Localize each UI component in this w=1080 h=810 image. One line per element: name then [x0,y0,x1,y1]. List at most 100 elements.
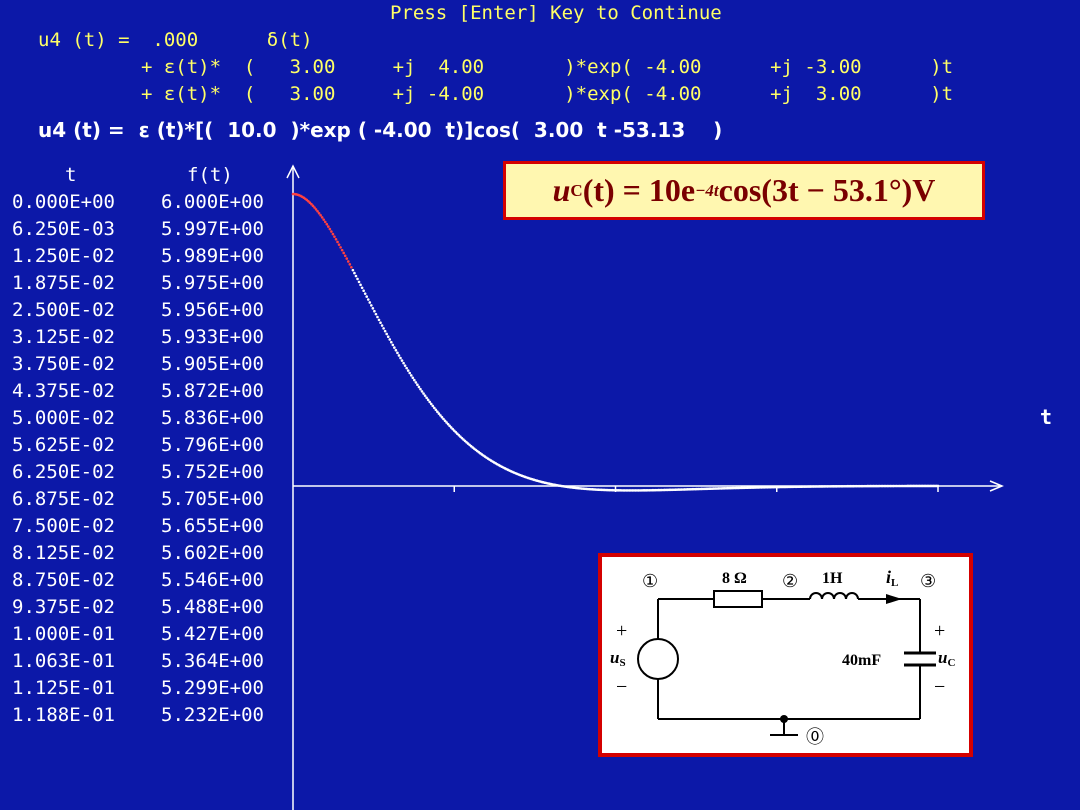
voltage-source-symbol [637,638,679,680]
cap-minus: − [934,676,945,698]
table-row-t: 2.500E-02 [12,299,115,321]
curve-point [446,422,450,426]
curve-point [342,251,345,255]
curve-point [413,378,416,382]
circuit-diagram: ① 8 Ω ② 1H iL ③ + uS − 40mF + uC − ⓪ [610,567,955,747]
curve-point [426,398,430,402]
curve-point [348,263,352,266]
curve-point [428,400,431,404]
table-row-t: 4.375E-02 [12,380,115,402]
curve-point [371,307,375,310]
node-0-label: ⓪ [806,727,824,747]
curve-point [360,286,364,290]
curve-point [334,237,338,241]
curve-point [374,312,378,316]
table-row-t: 3.750E-02 [12,353,115,375]
curve-point [399,356,402,360]
table-row-ft: 5.364E+00 [161,650,264,672]
curve-point [422,392,425,395]
table-row-ft: 5.299E+00 [161,677,264,699]
curve-point [311,204,315,208]
curve-point [437,412,441,415]
curve-point [322,218,326,221]
curve-point [345,257,349,260]
y-axis-arrow [286,164,300,179]
curve-point [377,318,381,322]
curve-point [380,324,384,327]
curve-point [313,206,316,209]
curve-point [420,390,424,393]
curve-point [363,292,367,295]
curve-point [429,402,433,406]
inductor-symbol [809,592,859,600]
table-row-t: 1.188E-01 [12,704,115,726]
curve-point [382,327,385,330]
curve-point [442,417,445,421]
table-row-ft: 5.427E+00 [161,623,264,645]
result-line: u4 (t) = ε (t)*[( 10.0 )*exp ( -4.00 t)]… [38,118,723,142]
formula-exponent: −4t [695,180,719,200]
resistor-label: 8 Ω [722,570,747,587]
table-header-ft: f(t) [187,164,233,186]
curve-point [391,343,395,347]
table-row-ft: 5.655E+00 [161,515,264,537]
console-line-1: u4 (t) = .000 δ(t) [38,29,313,51]
curve-point [317,211,321,215]
node-2-label: ② [782,571,798,591]
curve-point [431,404,435,408]
curve-point [357,280,361,284]
curve-point [411,376,415,380]
curve-point [316,209,319,213]
table-row-t: 6.875E-02 [12,488,115,510]
curve-point [406,369,410,372]
curve-point [320,216,324,219]
curve-point [402,361,405,365]
table-row-ft: 5.905E+00 [161,353,264,375]
curve-point [336,240,339,244]
formula-arg: (t) = 10e [582,172,696,208]
curve-point [396,351,399,355]
resistor-symbol [713,590,763,608]
table-row-ft: 5.232E+00 [161,704,264,726]
curve-point [365,295,369,298]
curve-point [337,243,341,246]
curve-point [323,220,327,224]
current-label: iL [886,567,898,589]
console-line-3: + ε(t)* ( 3.00 +j -4.00 )*exp( -4.00 +j … [38,83,954,105]
table-row-t: 6.250E-03 [12,218,115,240]
curve-point [397,354,401,357]
curve-point [351,268,355,272]
curve-point [330,230,333,233]
curve-point [353,271,356,275]
table-row-t: 9.375E-02 [12,596,115,618]
curve-point [405,366,408,370]
t-axis-label: t [1040,405,1052,429]
curve-point [359,283,362,287]
curve-point [448,424,451,428]
table-row-t: 8.125E-02 [12,542,115,564]
table-row-t: 1.063E-01 [12,650,115,672]
table-row-ft: 5.836E+00 [161,407,264,429]
table-row-t: 6.250E-02 [12,461,115,483]
capacitor-label: 40mF [842,652,881,669]
curve-point [432,406,436,410]
current-arrow [886,594,902,604]
table-row-ft: 5.997E+00 [161,218,264,240]
curve-point [354,274,358,278]
table-row-t: 5.000E-02 [12,407,115,429]
table-header-t: t [65,164,77,186]
press-enter-prompt: Press [Enter] Key to Continue [390,2,722,24]
curve-point [346,260,350,263]
curve-point [362,289,365,293]
table-row-ft: 5.796E+00 [161,434,264,456]
curve-point [327,225,330,228]
table-row-ft: 5.989E+00 [161,245,264,267]
cap-plus: + [934,620,945,642]
curve-point [417,385,421,389]
curve-point [350,265,353,269]
curve-point [339,246,342,249]
source-plus: + [616,620,627,642]
source-minus: − [616,676,627,698]
curve-point [368,301,372,304]
curve-point [416,383,419,387]
